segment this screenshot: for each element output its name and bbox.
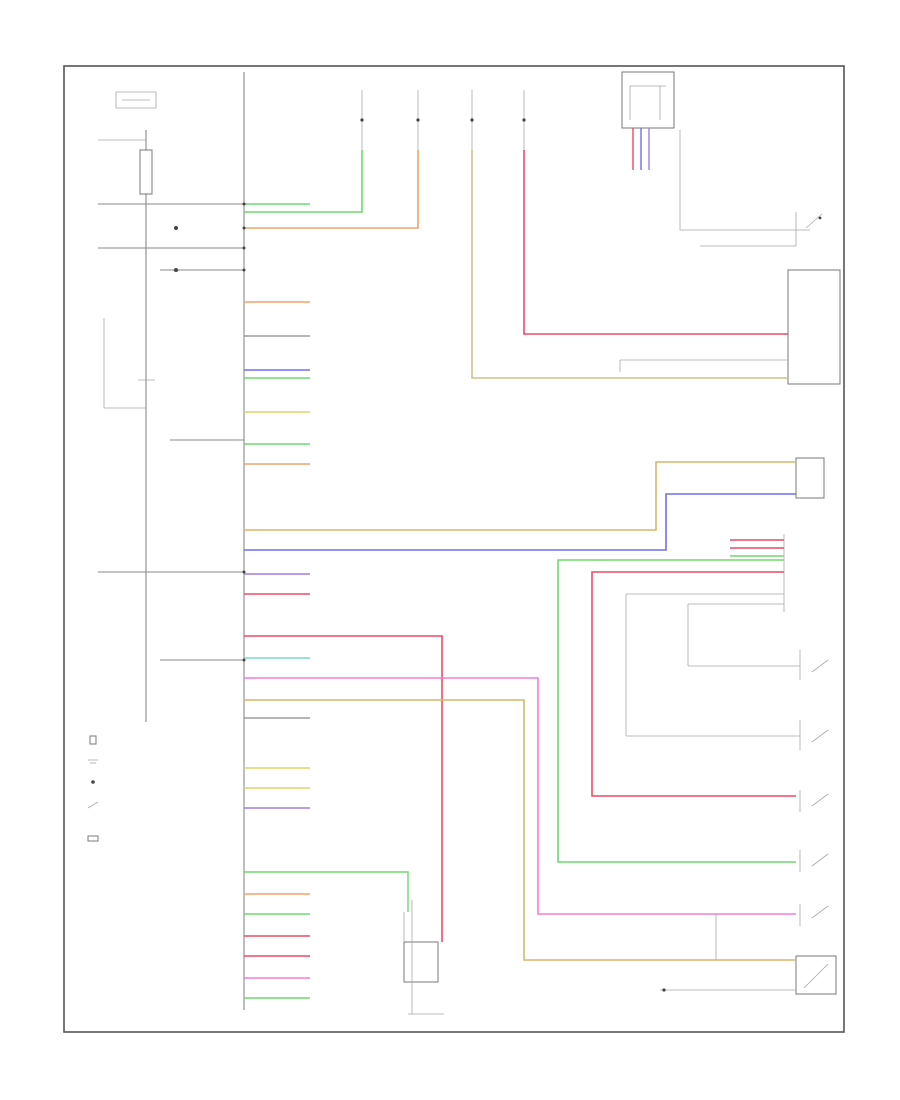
wire-tan-long	[244, 699, 796, 961]
relay-pins	[632, 128, 650, 170]
fuse-block	[98, 139, 153, 195]
fuse-icon	[89, 735, 97, 745]
switch-icon	[87, 801, 99, 809]
wire-pink-connector	[730, 539, 784, 557]
right-switches	[799, 650, 829, 926]
wire-blue-sensor	[244, 493, 796, 551]
control-module	[103, 72, 245, 1010]
right-sensor-box	[795, 457, 825, 499]
wire-green-top	[244, 150, 363, 213]
top-connectors	[360, 90, 526, 150]
left-feeds	[98, 203, 244, 661]
wire-olive-long	[471, 150, 788, 379]
right-switch-top	[795, 212, 823, 246]
wire-orange-top	[244, 150, 419, 229]
splice-icon	[91, 780, 95, 784]
relay-module	[621, 71, 810, 231]
wire-red-bottom	[244, 635, 443, 942]
right-sensor-bottom	[795, 955, 837, 995]
ground-icon	[88, 759, 98, 764]
bottom-module	[403, 900, 444, 1015]
connector-icon	[87, 835, 99, 842]
bus-pins	[242, 202, 246, 662]
wire-red-long	[591, 571, 796, 797]
wire-red-top	[523, 150, 788, 335]
wire-pink-long	[244, 677, 796, 915]
ignition-switch-icon	[115, 91, 157, 109]
wire-green-bottom-module	[244, 871, 409, 912]
right-module-upper	[787, 269, 841, 385]
wire-tan-sensor	[244, 461, 796, 531]
wire-green-long	[557, 559, 796, 863]
diagram-border	[63, 65, 845, 1033]
wire-gray-junction	[619, 359, 788, 372]
right-connector-pins	[625, 534, 800, 737]
legend	[87, 735, 99, 842]
stub-wires	[244, 203, 310, 999]
